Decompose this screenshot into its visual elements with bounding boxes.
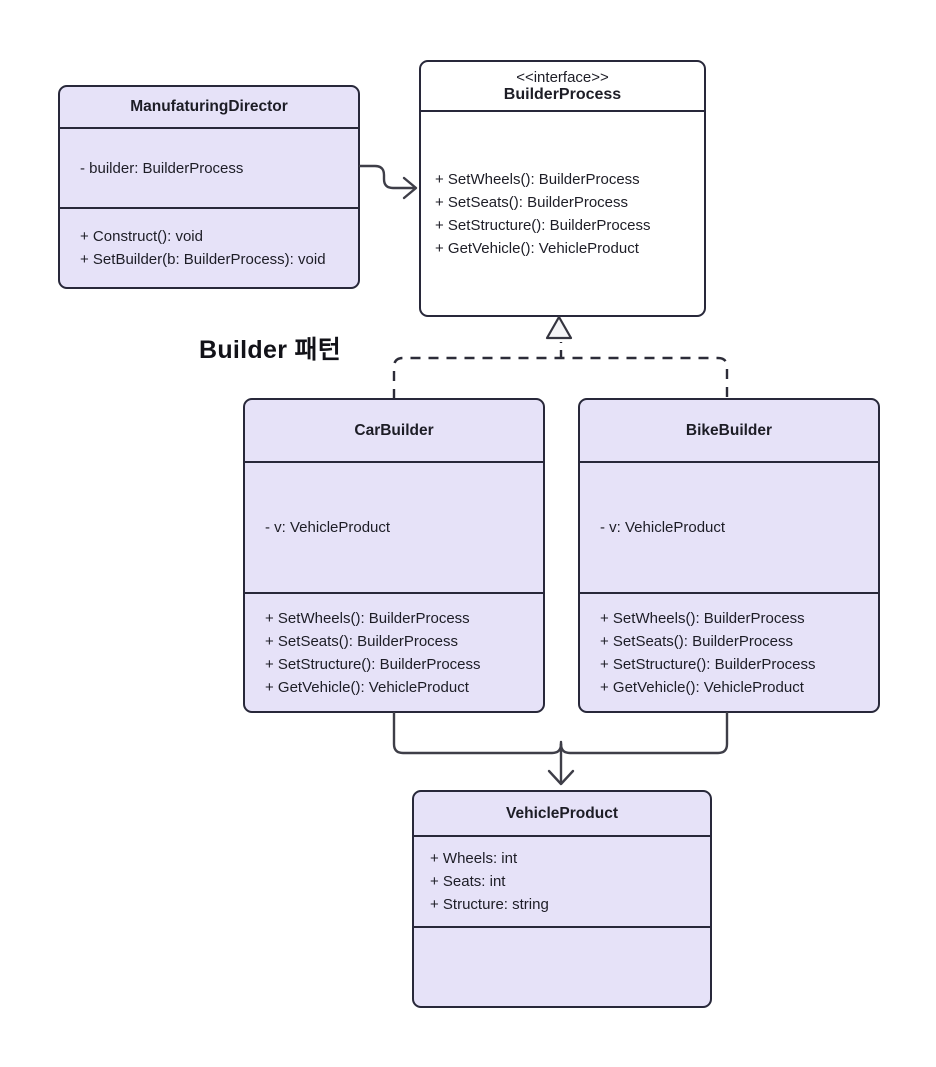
class-manufaturingdirector: ManufaturingDirector - builder: BuilderP… bbox=[58, 85, 360, 289]
class-vehicleproduct: VehicleProduct + Wheels: int + Seats: in… bbox=[412, 790, 712, 1008]
class-title: BuilderProcess bbox=[503, 85, 622, 103]
attributes-section: + Wheels: int + Seats: int + Structure: … bbox=[414, 835, 710, 926]
uml-method: + GetVehicle(): VehicleProduct bbox=[265, 678, 469, 696]
diagram-title: Builder 패턴 bbox=[199, 336, 342, 364]
uml-attribute: + Wheels: int bbox=[430, 850, 518, 867]
uml-method: + GetVehicle(): VehicleProduct bbox=[600, 678, 804, 696]
class-title: ManufaturingDirector bbox=[130, 98, 288, 115]
association-director-to-builderprocess bbox=[358, 164, 415, 190]
class-title: BikeBuilder bbox=[685, 421, 773, 439]
open-arrowhead-right-icon bbox=[402, 176, 418, 200]
uml-attribute: - v: VehicleProduct bbox=[600, 519, 726, 536]
association-carbuilder-to-vehicleproduct bbox=[392, 711, 563, 755]
class-header: <<interface>> BuilderProcess bbox=[421, 62, 704, 110]
realization-builders-to-builderprocess bbox=[392, 356, 729, 399]
attributes-section: - v: VehicleProduct bbox=[580, 461, 878, 592]
uml-method: + SetStructure(): BuilderProcess bbox=[435, 216, 651, 234]
methods-section: + SetWheels(): BuilderProcess + SetSeats… bbox=[245, 592, 543, 711]
class-title: VehicleProduct bbox=[506, 804, 618, 822]
uml-attribute: - v: VehicleProduct bbox=[265, 519, 391, 536]
uml-method: + SetStructure(): BuilderProcess bbox=[600, 655, 816, 673]
class-builderprocess-interface: <<interface>> BuilderProcess + SetWheels… bbox=[419, 60, 706, 317]
class-bikebuilder: BikeBuilder - v: VehicleProduct + SetWhe… bbox=[578, 398, 880, 713]
uml-method: + SetWheels(): BuilderProcess bbox=[600, 609, 805, 627]
methods-section: + Construct(): void + SetBuilder(b: Buil… bbox=[60, 207, 358, 287]
uml-method: + SetWheels(): BuilderProcess bbox=[435, 170, 640, 188]
class-header: CarBuilder bbox=[245, 400, 543, 461]
association-bikebuilder-to-vehicleproduct bbox=[559, 711, 729, 755]
uml-method: + Construct(): void bbox=[80, 228, 203, 245]
uml-method: + SetSeats(): BuilderProcess bbox=[265, 632, 459, 650]
uml-method: + SetSeats(): BuilderProcess bbox=[600, 632, 794, 650]
uml-method: + SetWheels(): BuilderProcess bbox=[265, 609, 470, 627]
methods-section: + SetWheels(): BuilderProcess + SetSeats… bbox=[580, 592, 878, 711]
attributes-section: - builder: BuilderProcess bbox=[60, 127, 358, 207]
uml-method: + GetVehicle(): VehicleProduct bbox=[435, 239, 639, 257]
methods-section: + SetWheels(): BuilderProcess + SetSeats… bbox=[421, 110, 704, 315]
class-header: ManufaturingDirector bbox=[60, 87, 358, 127]
uml-method: + SetBuilder(b: BuilderProcess): void bbox=[80, 251, 326, 268]
uml-method: + SetStructure(): BuilderProcess bbox=[265, 655, 481, 673]
open-arrowhead-down-icon bbox=[547, 769, 575, 786]
uml-attribute: - builder: BuilderProcess bbox=[80, 159, 244, 177]
stereotype-label: <<interface>> bbox=[516, 68, 609, 86]
hollow-triangle-arrowhead-icon bbox=[545, 315, 573, 340]
attributes-section: - v: VehicleProduct bbox=[245, 461, 543, 592]
class-title: CarBuilder bbox=[354, 421, 434, 439]
class-header: VehicleProduct bbox=[414, 792, 710, 835]
methods-section-empty bbox=[414, 926, 710, 1006]
uml-method: + SetSeats(): BuilderProcess bbox=[435, 193, 629, 211]
uml-attribute: + Seats: int bbox=[430, 873, 506, 890]
class-header: BikeBuilder bbox=[580, 400, 878, 461]
class-carbuilder: CarBuilder - v: VehicleProduct + SetWhee… bbox=[243, 398, 545, 713]
uml-attribute: + Structure: string bbox=[430, 896, 549, 913]
